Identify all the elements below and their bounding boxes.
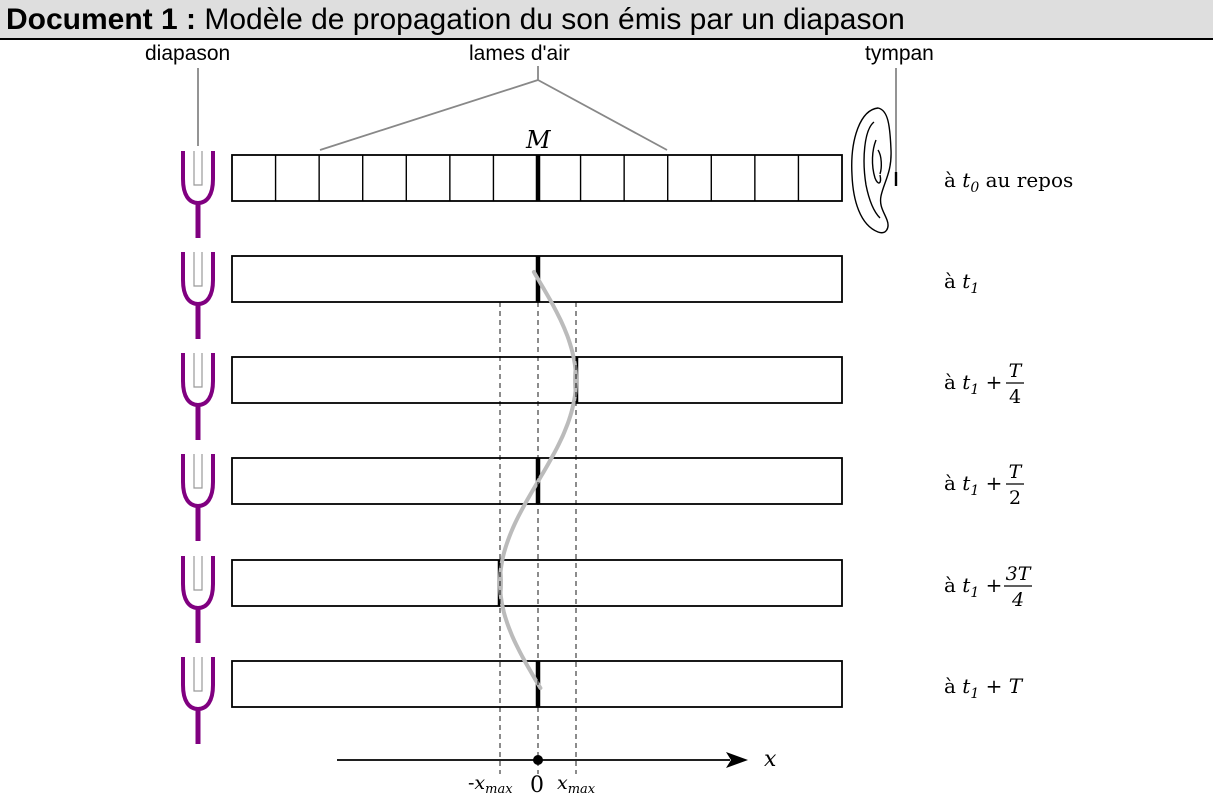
time-label-sub: 1 <box>970 483 979 499</box>
fraction-numerator: T <box>1009 461 1023 483</box>
tuning-fork-icon <box>181 454 215 541</box>
tuning-fork-prong <box>181 657 215 712</box>
origin-label: 0 <box>530 773 544 795</box>
tuning-fork-icon <box>181 556 215 643</box>
time-label-sub: 1 <box>970 686 979 702</box>
document-title-bold: Document 1 : <box>6 3 197 36</box>
tuning-fork-slot <box>193 556 203 591</box>
document-title-text: Modèle de propagation du son émis par un… <box>196 3 905 36</box>
time-label-var: t <box>962 370 971 394</box>
displacement-curve <box>498 270 579 690</box>
time-label-var: t <box>962 269 971 293</box>
air-layers-label: lames d'air <box>469 42 570 65</box>
time-label: à t0 au repos <box>944 168 1073 196</box>
tuning-fork-icon <box>181 657 215 744</box>
time-label-rest: + <box>979 370 1002 394</box>
time-label-sub: 1 <box>970 585 979 601</box>
label-leaders <box>197 66 897 174</box>
header-bar <box>0 0 1213 40</box>
fraction-numerator: 3T <box>1006 563 1032 585</box>
time-label: à t1 <box>944 269 979 297</box>
time-label-rest: + T <box>979 674 1023 698</box>
time-label-prefix: à <box>944 269 962 293</box>
time-label-var: t <box>962 168 971 192</box>
tuning-fork-prong <box>181 353 215 408</box>
tuning-fork-slot <box>193 151 203 186</box>
point-m-label: M <box>525 126 552 154</box>
diapason-label: diapason <box>145 42 231 65</box>
time-label-prefix: à <box>944 168 962 192</box>
lames-leader-left <box>319 79 539 151</box>
time-label-var: t <box>962 471 971 495</box>
tuning-fork-prong <box>181 454 215 509</box>
neg-xmax-sign: - <box>468 772 474 794</box>
tuning-fork-slot <box>193 252 203 287</box>
time-label-rest: au repos <box>979 168 1073 192</box>
time-label-rest: + <box>979 471 1002 495</box>
time-label-prefix: à <box>944 471 962 495</box>
tuning-fork-prong <box>181 252 215 307</box>
time-label-sub: 1 <box>970 281 979 297</box>
x-axis-arrowhead <box>726 752 748 768</box>
time-label-rest: + <box>979 573 1002 597</box>
time-label-prefix: à <box>944 370 962 394</box>
time-label: à t1 + T <box>944 674 1024 702</box>
ear-icon <box>851 107 898 234</box>
fraction-denominator: 2 <box>1009 487 1021 509</box>
xmax-label: xmax <box>557 772 596 795</box>
x-axis: x 0 -xmax xmax <box>337 747 777 795</box>
tuning-fork-prong <box>181 151 215 206</box>
tuning-fork-slot <box>193 454 203 489</box>
time-label-prefix: à <box>944 674 962 698</box>
lames-leader-right <box>537 79 668 151</box>
time-label: à t1 + <box>944 370 1002 398</box>
tuning-fork-icon <box>181 353 215 440</box>
time-label-var: t <box>962 573 971 597</box>
fraction-denominator: 4 <box>1009 386 1021 408</box>
tuning-fork-icon <box>181 151 215 238</box>
time-label-prefix: à <box>944 573 962 597</box>
fraction-numerator: T <box>1009 360 1023 382</box>
time-label-var: t <box>962 674 971 698</box>
tuning-fork-slot <box>193 657 203 692</box>
eardrum-label: tympan <box>865 42 934 65</box>
neg-xmax-base: x <box>474 772 485 794</box>
time-label: à t1 + <box>944 471 1002 499</box>
tuning-fork-icon <box>181 252 215 339</box>
tuning-fork-slot <box>193 353 203 388</box>
guide-lines <box>499 302 577 774</box>
fraction-denominator: 4 <box>1011 589 1024 611</box>
xmax-sub: max <box>568 782 596 795</box>
neg-xmax-sub: max <box>485 782 513 795</box>
tuning-fork-prong <box>181 556 215 611</box>
neg-xmax-label: -xmax <box>468 772 513 795</box>
xmax-base: x <box>557 772 568 794</box>
air-column-box <box>231 356 843 404</box>
x-axis-variable: x <box>764 747 777 772</box>
document-title: Document 1 : Modèle de propagation du so… <box>6 4 905 36</box>
time-label-sub: 0 <box>970 180 979 196</box>
origin-dot <box>533 755 543 765</box>
time-label-sub: 1 <box>970 382 979 398</box>
air-column-box <box>231 559 843 607</box>
time-label: à t1 + <box>944 573 1002 601</box>
